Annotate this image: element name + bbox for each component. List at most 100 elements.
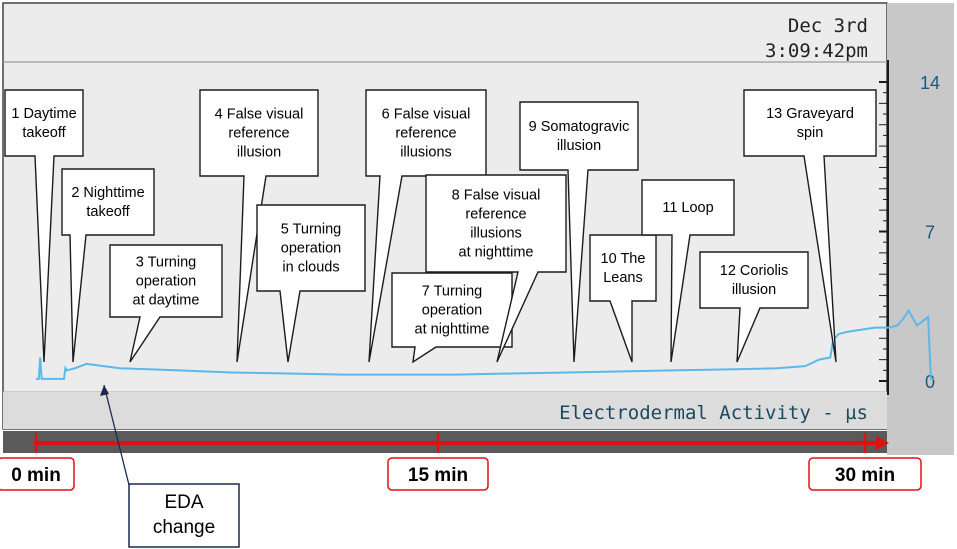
callout-bubble — [4, 89, 84, 363]
y-tick-labels: 0 7 14 — [920, 73, 940, 392]
callout-bubble — [256, 204, 366, 363]
y-axis: 0 7 14 — [879, 73, 940, 392]
callout-text-line: 2 Nighttime — [71, 185, 144, 201]
callout-text-line: reference — [228, 126, 289, 142]
callout-text-line: at nighttime — [459, 245, 534, 261]
eda-note: EDA change — [100, 384, 240, 548]
callout-bubble — [365, 89, 487, 363]
callout-6: 6 False visual reference illusions — [365, 89, 487, 363]
callout-text-line: 9 Somatogravic — [529, 119, 630, 135]
callout-text: 5 Turning operation in clouds — [281, 222, 341, 276]
y-tick-marks — [879, 81, 889, 382]
callout-8: 8 False visual reference illusions at night… — [425, 174, 567, 363]
time-labels: 0 min 15 min 30 min — [0, 457, 922, 491]
callout-text: 6 False visual reference illusions — [382, 107, 471, 161]
callout-bubble — [425, 174, 567, 363]
callout-bubble — [391, 272, 513, 364]
callout-text-line: 13 Graveyard — [766, 106, 854, 122]
callout-bubble — [199, 89, 319, 363]
time-label: 30 min — [835, 465, 895, 486]
header: Dec 3rd 3:09:42pm — [765, 15, 868, 62]
time-label: 0 min — [11, 465, 61, 486]
time-label-box — [0, 457, 75, 491]
eda-note-line-1: EDA — [164, 492, 203, 513]
callout-4: 4 False visual reference illusion — [199, 89, 319, 363]
callout-text: 7 Turning operation at nighttime — [415, 284, 490, 338]
footer-label: Electrodermal Activity - µs — [559, 402, 868, 424]
callout-text-line: at daytime — [133, 293, 200, 309]
callout-text-line: 1 Daytime — [11, 106, 76, 122]
callout-text-line: at nighttime — [415, 322, 490, 338]
callout-text-line: takeoff — [86, 204, 130, 220]
eda-note-line-2: change — [153, 517, 215, 538]
callout-text: 11 Loop — [662, 200, 713, 216]
callout-bubble — [61, 168, 155, 363]
y-tick-label: 14 — [920, 73, 940, 93]
callout-5: 5 Turning operation in clouds — [256, 204, 366, 363]
callout-text-line: reference — [395, 126, 456, 142]
callout-text-line: 10 The — [601, 251, 646, 267]
callout-text-line: 7 Turning — [422, 284, 482, 300]
callout-3: 3 Turning operation at daytime — [109, 244, 223, 363]
callout-text-line: 6 False visual — [382, 107, 471, 123]
callout-9: 9 Somatogravic illusion — [519, 101, 639, 363]
callout-text-line: reference — [465, 207, 526, 223]
eda-note-box — [128, 483, 240, 548]
time-ticks — [34, 433, 867, 453]
y-tick-label: 7 — [925, 223, 935, 243]
y-tick-label: 0 — [925, 372, 935, 392]
callout-bubble — [589, 234, 657, 363]
footer-bar — [3, 392, 887, 429]
callout-bubble — [743, 89, 877, 363]
callout-12: 12 Coriolis illusion — [699, 251, 809, 363]
callout-text-line: illusion — [557, 138, 601, 154]
callout-text-line: 12 Coriolis — [720, 263, 789, 279]
callout-text: 9 Somatogravic illusion — [529, 119, 630, 154]
callout-text-line: operation — [136, 274, 196, 290]
eda-note-arrowhead — [100, 385, 109, 396]
callout-text-line: 8 False visual — [452, 188, 541, 204]
callout-text-line: 5 Turning — [281, 222, 341, 238]
header-date: Dec 3rd — [788, 15, 868, 37]
callout-11: 11 Loop — [641, 179, 735, 363]
callout-13: 13 Graveyard spin — [743, 89, 877, 363]
time-label-box — [387, 457, 489, 491]
event-callouts: 1 Daytime takeoff 2 Nighttime takeoff 3 Turn… — [4, 89, 877, 364]
callout-7: 7 Turning operation at nighttime — [391, 272, 513, 364]
eda-signal-line — [36, 308, 934, 380]
eda-note-pointer — [103, 384, 130, 486]
callout-bubble — [109, 244, 223, 363]
callout-text: 12 Coriolis illusion — [720, 263, 789, 298]
callout-text-line: operation — [422, 303, 482, 319]
callout-text-line: in clouds — [282, 260, 339, 276]
callout-2: 2 Nighttime takeoff — [61, 168, 155, 363]
callout-text-line: illusion — [732, 282, 776, 298]
callout-text-line: spin — [797, 125, 824, 141]
callout-text-line: illusions — [400, 145, 452, 161]
time-axis-arrow — [876, 436, 889, 450]
callout-text-line: illusion — [237, 145, 281, 161]
callout-text-line: operation — [281, 241, 341, 257]
callout-text: 2 Nighttime takeoff — [71, 185, 144, 220]
callout-text-line: 11 Loop — [662, 200, 713, 216]
callout-text-line: illusions — [470, 226, 522, 242]
time-axis: 0 min 15 min 30 min — [0, 433, 922, 491]
callout-bubble — [519, 101, 639, 363]
right-axis-panel — [887, 3, 954, 455]
callout-text-line: takeoff — [22, 125, 66, 141]
callout-1: 1 Daytime takeoff — [4, 89, 84, 363]
callout-bubble — [699, 251, 809, 363]
callout-text: 13 Graveyard spin — [766, 106, 854, 141]
callout-text: 1 Daytime takeoff — [11, 106, 76, 141]
time-label-box — [808, 457, 922, 491]
callout-text: 3 Turning operation at daytime — [133, 255, 200, 309]
callout-text-line: 4 False visual — [215, 107, 304, 123]
time-label: 15 min — [408, 465, 468, 486]
callout-text: 4 False visual reference illusion — [215, 107, 304, 161]
callout-text-line: 3 Turning — [136, 255, 196, 271]
header-time: 3:09:42pm — [765, 40, 868, 62]
callout-text: 8 False visual reference illusions at night… — [452, 188, 541, 261]
